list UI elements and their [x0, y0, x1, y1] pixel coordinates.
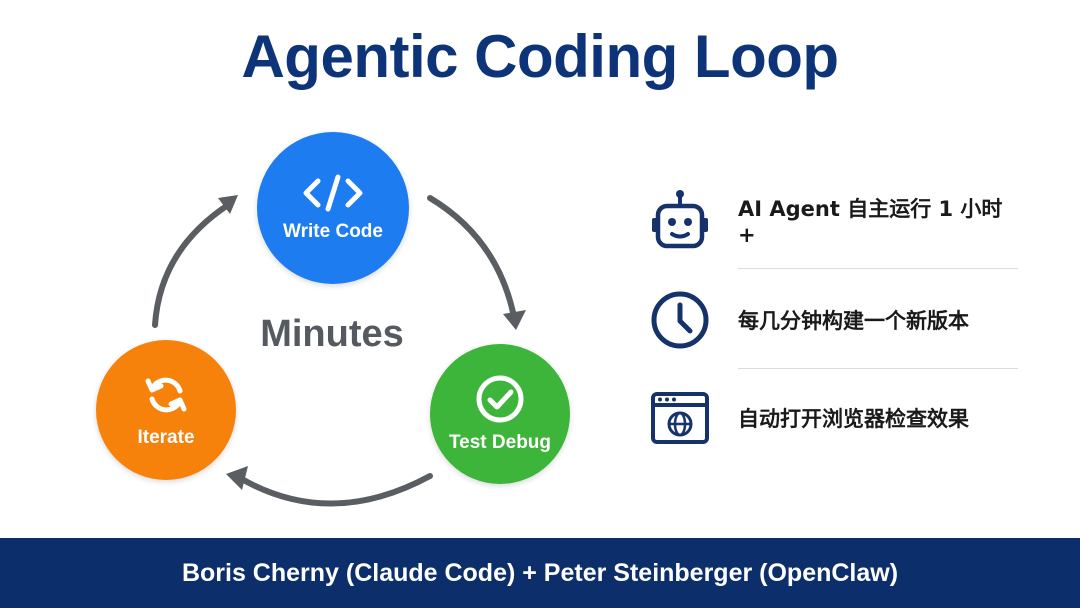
node-test-debug: Test Debug — [430, 344, 570, 484]
feature-text: 每几分钟构建一个新版本 — [738, 309, 969, 333]
node-iterate: Iterate — [96, 340, 236, 480]
arrow-iterate-to-write — [152, 202, 231, 328]
code-brackets-icon — [303, 174, 363, 212]
footer-banner: Boris Cherny (Claude Code) + Peter Stein… — [0, 538, 1080, 608]
arrow-test-to-iterate — [237, 473, 433, 507]
node-label: Iterate — [137, 427, 195, 448]
robot-icon — [651, 190, 708, 249]
check-circle-icon — [476, 375, 524, 423]
divider — [738, 368, 1018, 369]
feature-item-build: 每几分钟构建一个新版本 — [648, 285, 1020, 355]
refresh-icon — [145, 377, 187, 413]
clock-icon — [651, 291, 709, 349]
divider — [738, 268, 1018, 269]
feature-text: 自动打开浏览器检查效果 — [738, 407, 969, 431]
node-write-code: Write Code — [257, 132, 409, 284]
page-title: Agentic Coding Loop — [241, 23, 839, 90]
cycle-center-label: Minutes — [260, 313, 404, 355]
arrow-write-to-test — [427, 195, 518, 325]
node-label: Test Debug — [448, 432, 552, 453]
node-label: Write Code — [283, 221, 383, 242]
feature-item-browser: 自动打开浏览器检查效果 — [648, 383, 1020, 453]
browser-globe-icon — [651, 392, 709, 444]
footer-credits: Boris Cherny (Claude Code) + Peter Stein… — [181, 558, 899, 587]
feature-text: AI Agent 自主运行 1 小时+ — [737, 197, 1003, 247]
feature-item-agent: AI Agent 自主运行 1 小时+ — [648, 185, 1020, 255]
cycle-arrows — [152, 195, 526, 507]
